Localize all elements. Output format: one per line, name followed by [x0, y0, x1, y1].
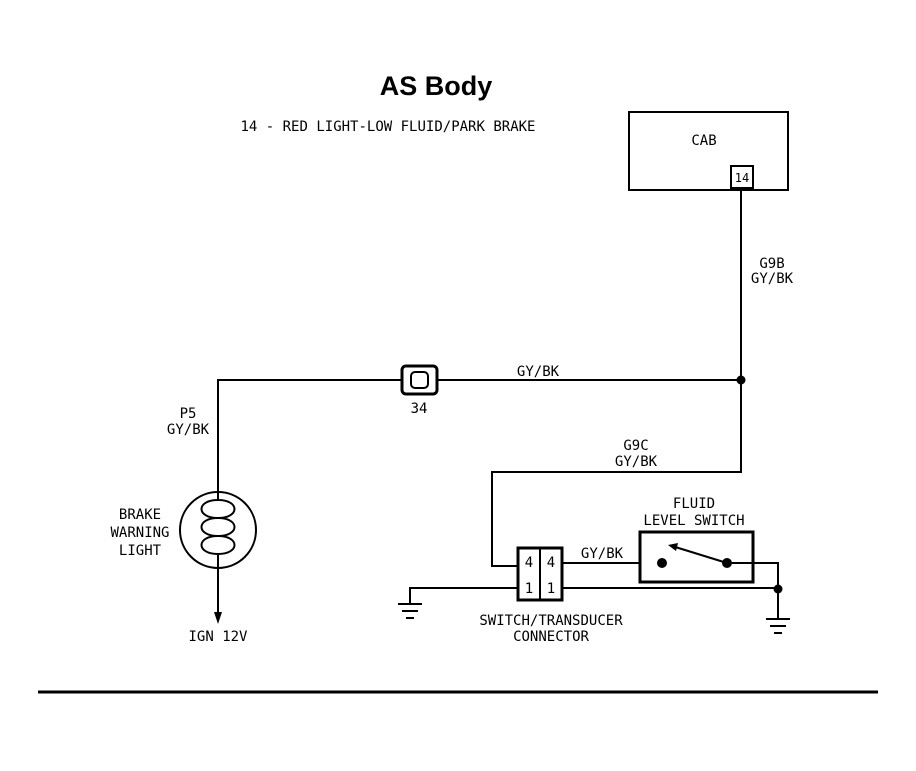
- ground-right-icon: [766, 618, 790, 634]
- splice-34: 34: [400, 364, 439, 417]
- circuit-description: 14 - RED LIGHT-LOW FLUID/PARK BRAKE: [240, 119, 535, 135]
- lamp-label-line2: WARNING: [110, 525, 169, 541]
- wire-p5-color: GY/BK: [167, 422, 210, 438]
- switch-blade-icon: [671, 545, 728, 564]
- connector-label-line2: CONNECTOR: [513, 629, 589, 645]
- ignition-arrow-icon: [214, 612, 222, 624]
- connector-pin-right-top: 4: [547, 555, 555, 571]
- wire-switch-ground: [732, 562, 779, 589]
- fluid-level-switch: FLUID LEVEL SWITCH: [638, 496, 755, 584]
- wire-p5-circuit: P5: [180, 406, 197, 422]
- brake-warning-light: BRAKE WARNING LIGHT: [110, 491, 257, 569]
- wire-switch-link-color: GY/BK: [581, 546, 624, 562]
- connector-pin-right-bottom: 1: [547, 581, 555, 597]
- splice-label: 34: [411, 401, 428, 417]
- cab-pin-label: 14: [735, 171, 749, 185]
- wire-p5: [217, 379, 402, 492]
- ground-left-icon: [398, 603, 422, 619]
- cab-pin-box: [730, 165, 754, 189]
- page-title: AS Body: [380, 71, 493, 101]
- connector-label-line1: SWITCH/TRANSDUCER: [479, 613, 623, 629]
- switch-blade-arrow: [668, 543, 678, 551]
- cab-module: CAB 14: [628, 111, 789, 191]
- wire-g9b-color: GY/BK: [751, 271, 794, 287]
- wire-main-color: GY/BK: [517, 364, 560, 380]
- cab-label: CAB: [691, 133, 716, 149]
- wire-g9c-circuit: G9C: [623, 438, 648, 454]
- ignition-label: IGN 12V: [188, 629, 248, 645]
- switch-contact-left: [657, 558, 667, 568]
- wire-g9b-circuit: G9B: [759, 256, 784, 272]
- wire-g9c-color: GY/BK: [615, 454, 658, 470]
- fluid-switch-label-line1: FLUID: [673, 496, 715, 512]
- fluid-switch-box: [638, 530, 755, 584]
- lamp-filament-icon: [200, 492, 236, 568]
- wire-ground-left: [409, 587, 518, 603]
- connector-pin-left-bottom: 1: [525, 581, 533, 597]
- lamp-label-line1: BRAKE: [119, 507, 161, 523]
- cab-box: [628, 111, 789, 191]
- switch-transducer-connector: 4 4 1 1 SWITCH/TRANSDUCER CONNECTOR: [479, 546, 623, 645]
- splice-inner: [410, 371, 429, 389]
- connector-pin-left-top: 4: [525, 555, 533, 571]
- fluid-switch-label-line2: LEVEL SWITCH: [643, 513, 744, 529]
- lamp-label-line3: LIGHT: [119, 543, 162, 559]
- wire-g9c: [491, 380, 742, 567]
